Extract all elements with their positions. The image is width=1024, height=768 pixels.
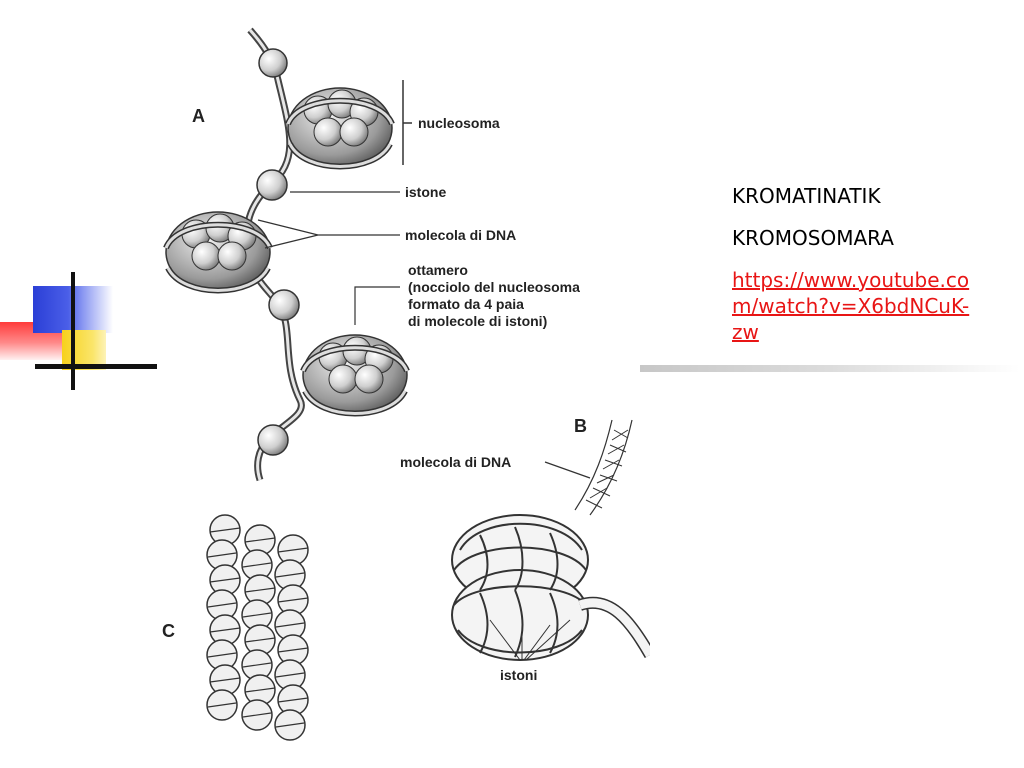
label-ottamero-line3: formato da 4 paia: [408, 296, 524, 312]
panel-c-label: C: [162, 621, 175, 641]
label-istoni: istoni: [500, 667, 537, 683]
nucleosome-1: [285, 87, 395, 170]
deco-horizontal-line: [35, 364, 157, 369]
nucleosome-3: [300, 334, 410, 417]
deco-fade-line: [640, 365, 1020, 372]
label-molecola-dna-b: molecola di DNA: [400, 454, 511, 470]
panel-b-label: B: [574, 416, 587, 436]
label-ottamero-line4: di molecole di istoni): [408, 313, 547, 329]
label-ottamero-line2: (nocciolo del nucleosoma: [408, 279, 580, 295]
nucleosome-2: [163, 211, 273, 294]
text-kromosomara: KROMOSOMARA: [732, 226, 894, 250]
label-molecola-dna: molecola di DNA: [405, 227, 516, 243]
youtube-link[interactable]: https://www.youtube.com/watch?v=X6bdNCuK…: [732, 268, 970, 344]
deco-blue-block: [33, 286, 83, 333]
deco-vertical-line: [71, 272, 75, 390]
slide-text: KROMATINATIK KROMOSOMARA https://www.you…: [732, 183, 972, 345]
nucleosome-illustration: A nucleosoma istone molecola di DNA otta…: [162, 27, 650, 741]
label-nucleosoma: nucleosoma: [418, 115, 500, 131]
text-kromatinatik: KROMATINATIK: [732, 184, 881, 208]
label-istone: istone: [405, 184, 446, 200]
deco-blue-fade: [83, 286, 113, 333]
label-ottamero: ottamero: [408, 262, 468, 278]
nucleosome-figure: A nucleosoma istone molecola di DNA otta…: [150, 20, 650, 750]
nucleosome-b: [451, 514, 650, 661]
panel-a-label: A: [192, 106, 205, 126]
solenoid-fiber: [206, 514, 309, 741]
deco-yellow-block: [62, 330, 106, 370]
